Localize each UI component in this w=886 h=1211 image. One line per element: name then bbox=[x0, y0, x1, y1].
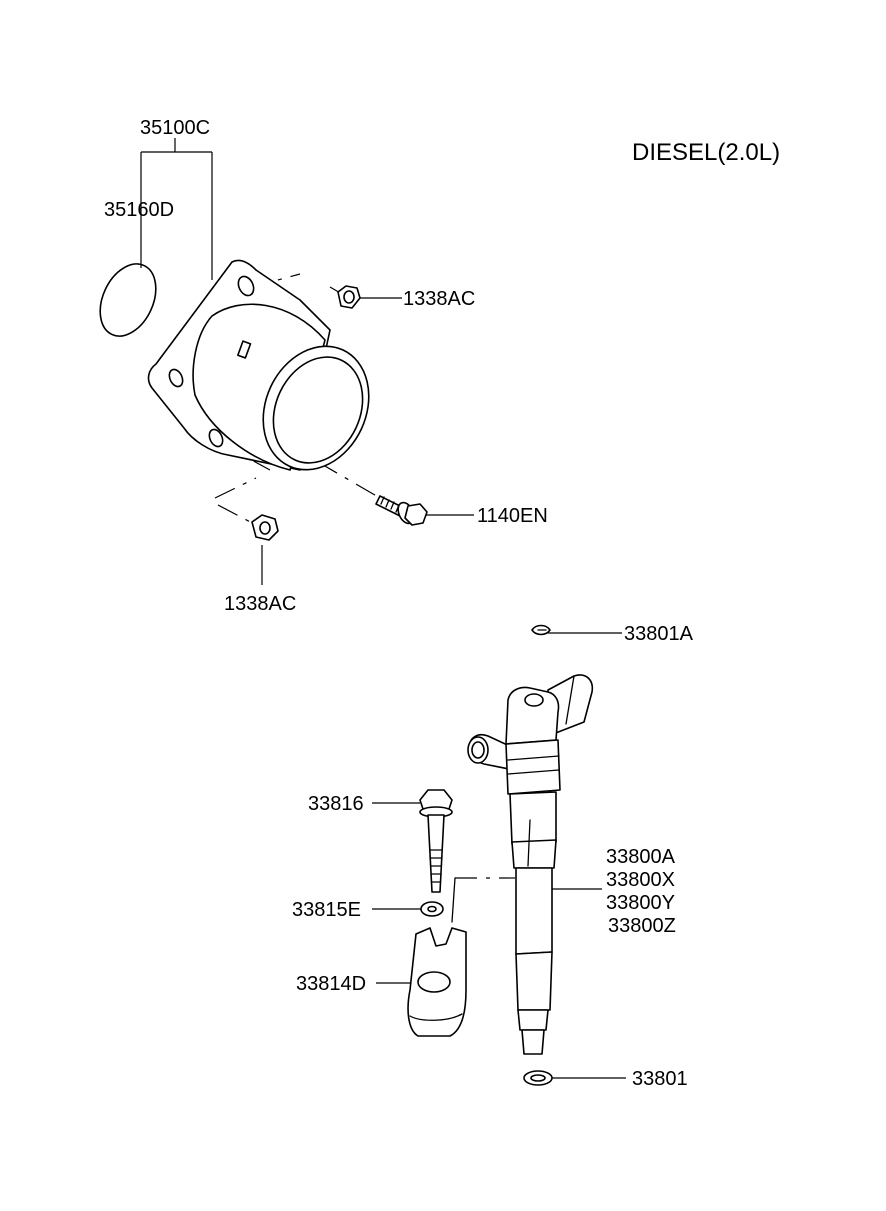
flange-bolt bbox=[375, 495, 428, 526]
leader-lines bbox=[140, 138, 626, 1079]
seal-washer bbox=[523, 1070, 553, 1086]
label-washer: 33815E bbox=[292, 899, 361, 921]
clamp bbox=[407, 927, 467, 1037]
label-injector-4: 33800Z bbox=[608, 915, 676, 937]
label-o-ring: 35160D bbox=[104, 199, 174, 221]
clip bbox=[531, 624, 551, 636]
label-injector-1: 33800A bbox=[606, 846, 676, 868]
label-stud-bolt: 33816 bbox=[308, 793, 364, 815]
injector bbox=[467, 674, 594, 1055]
label-nut-lower: 1338AC bbox=[224, 593, 296, 615]
label-seal-washer: 33801 bbox=[632, 1068, 688, 1090]
label-flange-bolt: 1140EN bbox=[477, 505, 548, 527]
o-ring bbox=[99, 263, 157, 337]
label-nut-upper: 1338AC bbox=[403, 288, 475, 310]
label-injector-2: 33800X bbox=[606, 869, 675, 891]
stud-bolt bbox=[419, 789, 453, 893]
label-clamp: 33814D bbox=[296, 973, 366, 995]
label-injector-3: 33800Y bbox=[606, 892, 675, 914]
nut-upper bbox=[337, 285, 361, 309]
engine-label: DIESEL(2.0L) bbox=[632, 139, 780, 166]
label-clip: 33801A bbox=[624, 623, 694, 645]
injector-housing bbox=[147, 259, 370, 471]
label-housing: 35100C bbox=[140, 117, 210, 139]
washer bbox=[420, 901, 444, 917]
part-labels: 35100C 35160D 1338AC 1140EN 1338AC 33801… bbox=[104, 117, 694, 1090]
nut-lower bbox=[251, 514, 279, 541]
